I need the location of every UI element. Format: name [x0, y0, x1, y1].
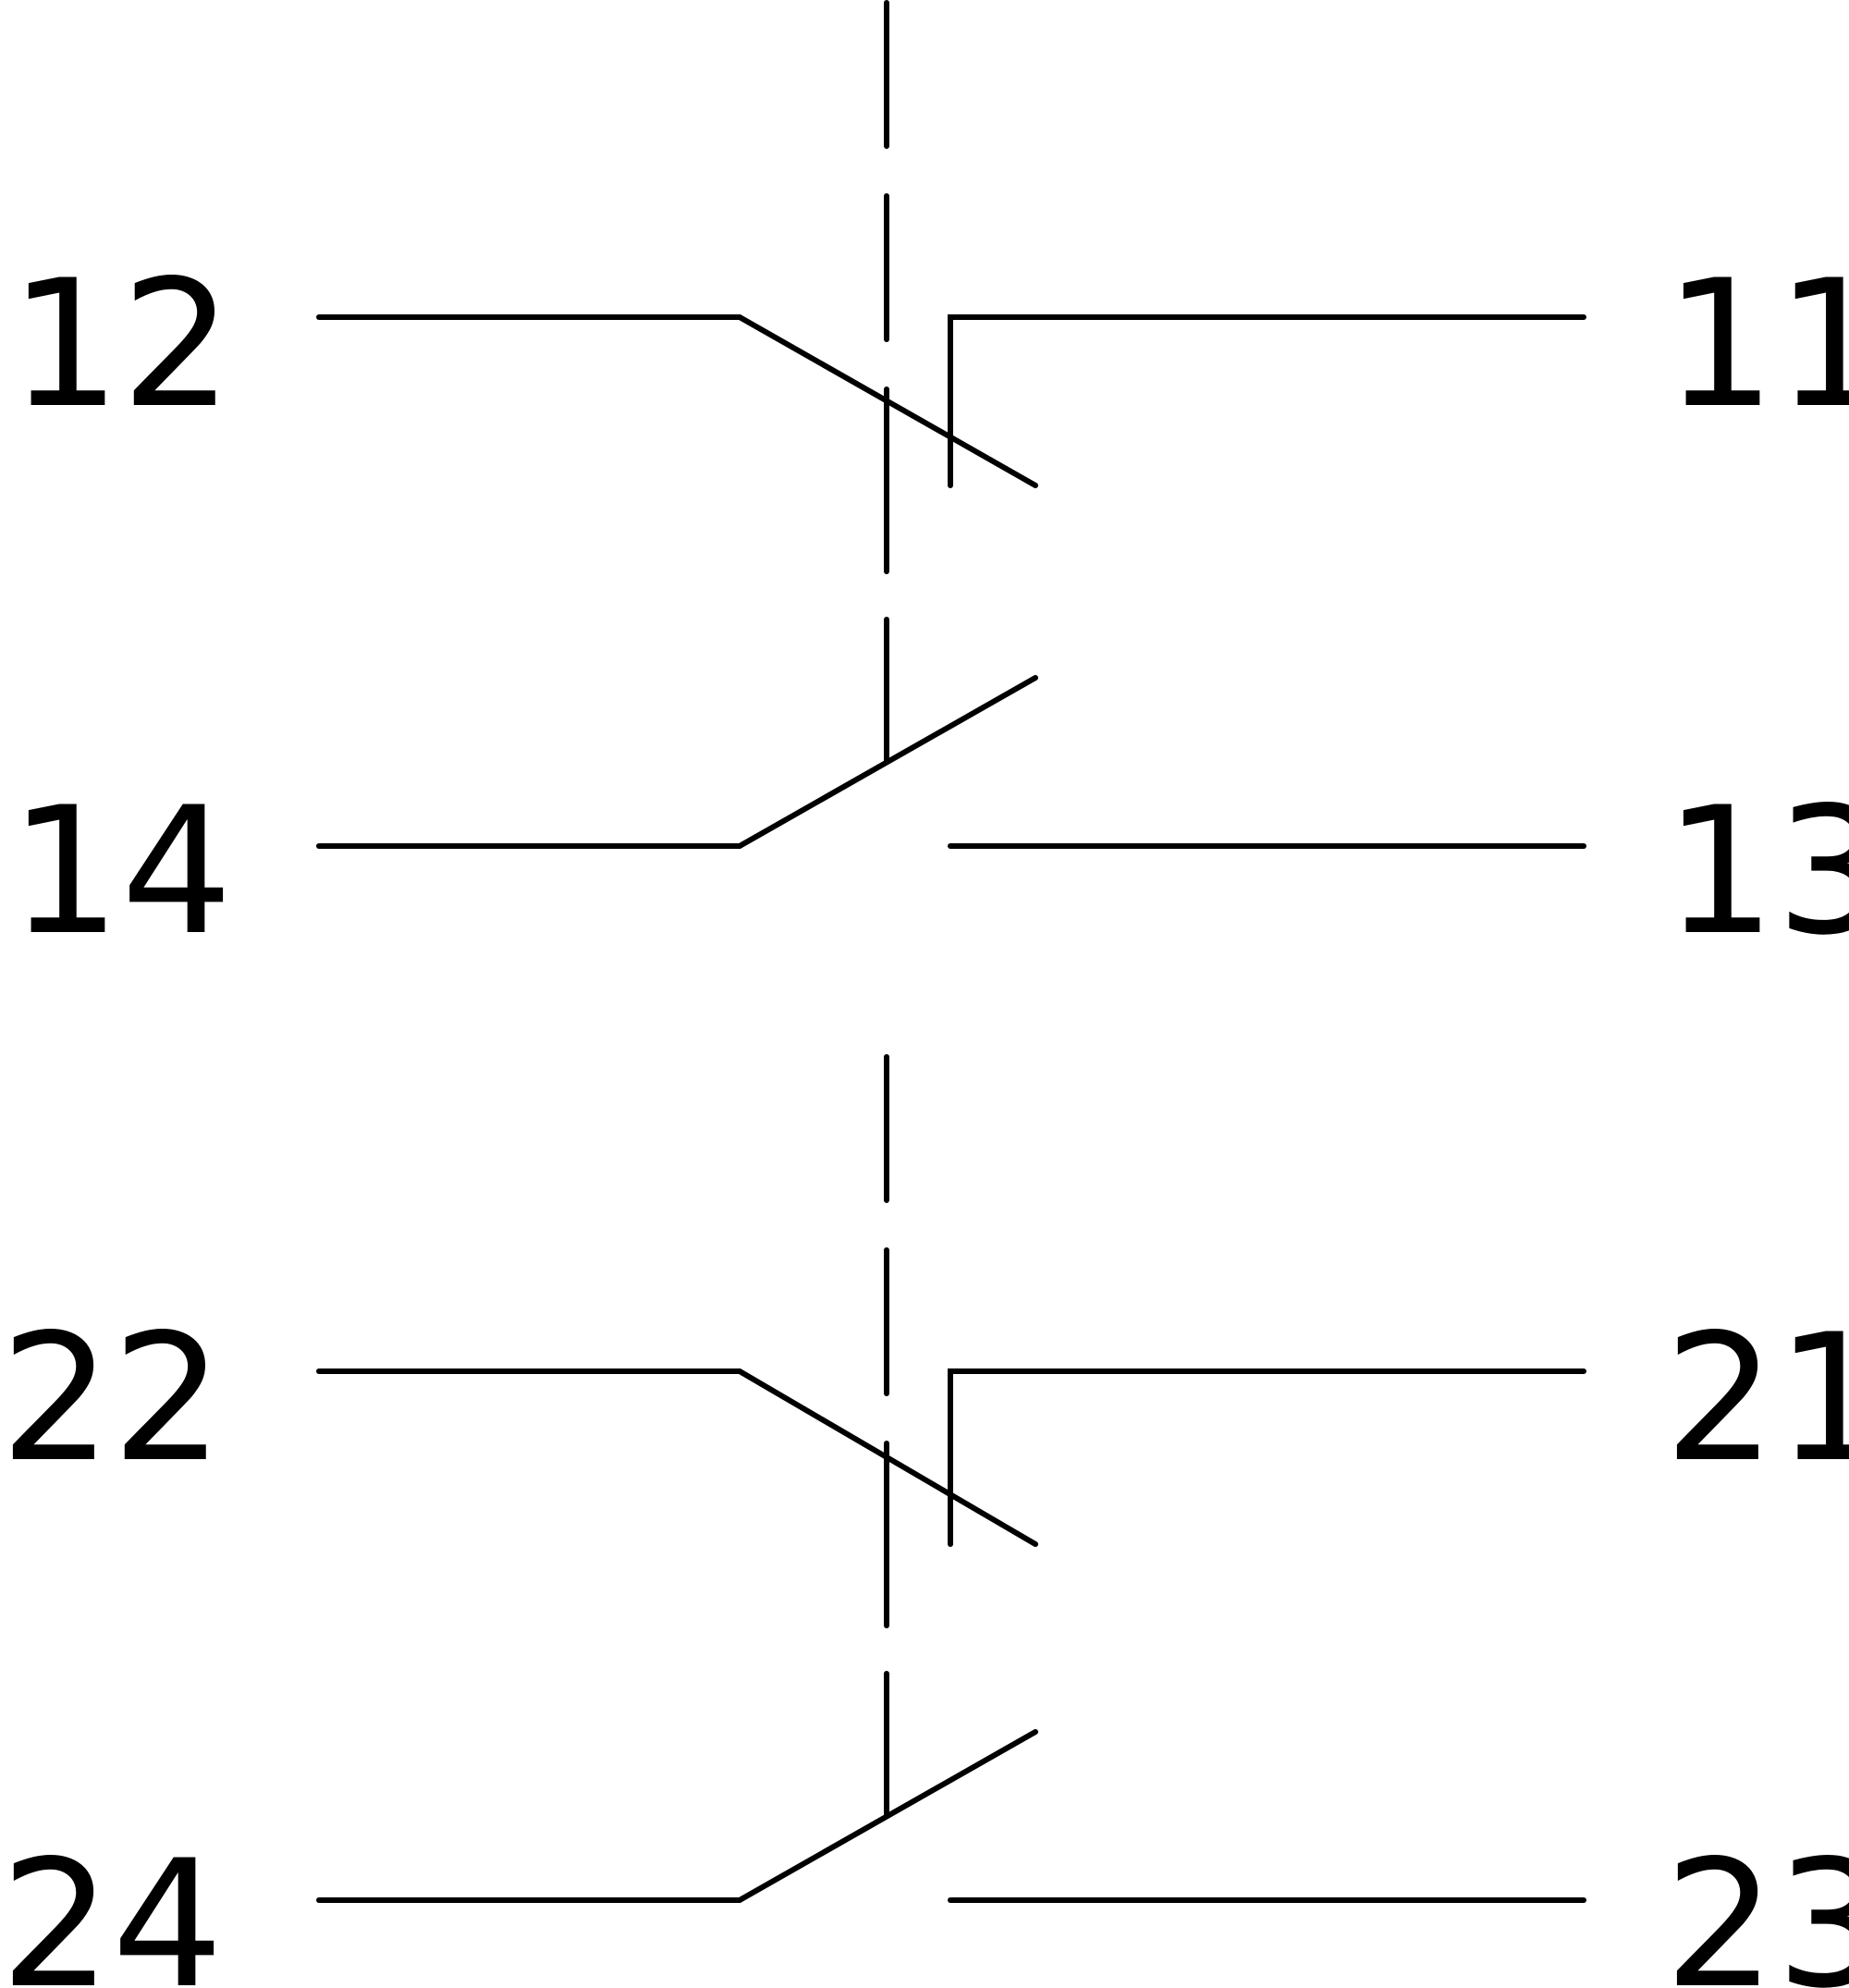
- terminal-label-13: 13: [1664, 769, 1849, 974]
- contact-no-14-13: [316, 617, 1586, 849]
- terminal-label-11: 11: [1664, 242, 1849, 447]
- terminal-label-22: 22: [0, 1296, 224, 1501]
- contact-nc-12-11: [316, 314, 1586, 574]
- wire-terminal-11: [948, 314, 1586, 488]
- terminal-label-23: 23: [1664, 1822, 1849, 1988]
- terminal-label-12: 12: [9, 242, 233, 447]
- wire-terminal-21: [948, 1368, 1586, 1547]
- contact-nc-22-21: [316, 1368, 1586, 1628]
- terminal-label-24: 24: [0, 1822, 224, 1988]
- terminal-label-21: 21: [1664, 1296, 1849, 1501]
- contact-no-24-23: [316, 1671, 1586, 1903]
- terminal-label-14: 14: [9, 769, 233, 974]
